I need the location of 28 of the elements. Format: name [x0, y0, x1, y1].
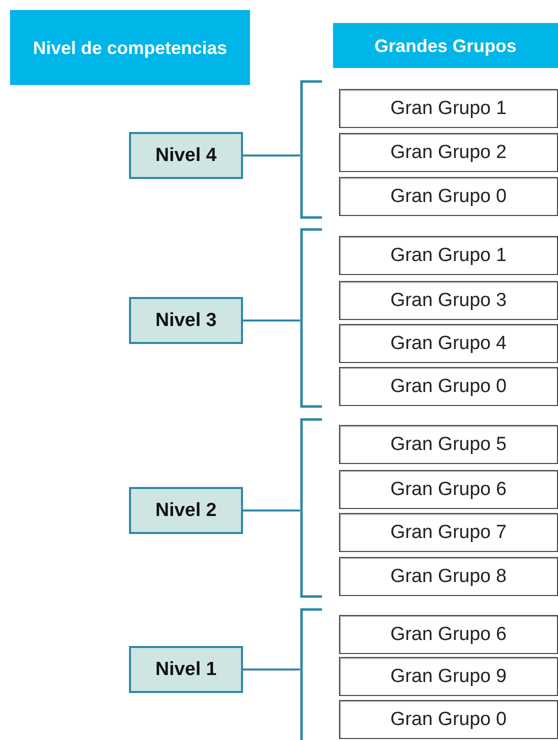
level-box: Nivel 1 [129, 646, 243, 693]
group-box: Gran Grupo 8 [339, 557, 558, 596]
group-box: Gran Grupo 0 [339, 700, 558, 739]
connector-line [243, 510, 300, 512]
group-box: Gran Grupo 2 [339, 133, 558, 172]
group-box: Gran Grupo 4 [339, 324, 558, 363]
bracket-line [300, 228, 322, 408]
group-box: Gran Grupo 3 [339, 281, 558, 320]
group-box: Gran Grupo 1 [339, 89, 558, 128]
connector-line [243, 668, 300, 670]
level-box: Nivel 4 [129, 132, 243, 179]
group-box: Gran Grupo 9 [339, 657, 558, 696]
group-box: Gran Grupo 0 [339, 177, 558, 216]
bracket-line [300, 80, 322, 219]
group-box: Gran Grupo 5 [339, 425, 558, 464]
column-header: Nivel de competencias [10, 10, 250, 85]
column-header: Grandes Grupos [333, 23, 558, 68]
level-box: Nivel 2 [129, 487, 243, 534]
bracket-line [300, 608, 322, 740]
group-box: Gran Grupo 6 [339, 470, 558, 509]
bracket-line [300, 418, 322, 598]
connector-line [243, 154, 300, 156]
group-box: Gran Grupo 6 [339, 615, 558, 654]
group-box: Gran Grupo 0 [339, 367, 558, 406]
group-box: Gran Grupo 7 [339, 513, 558, 552]
connector-line [243, 320, 300, 322]
group-box: Gran Grupo 1 [339, 236, 558, 275]
level-box: Nivel 3 [129, 297, 243, 344]
